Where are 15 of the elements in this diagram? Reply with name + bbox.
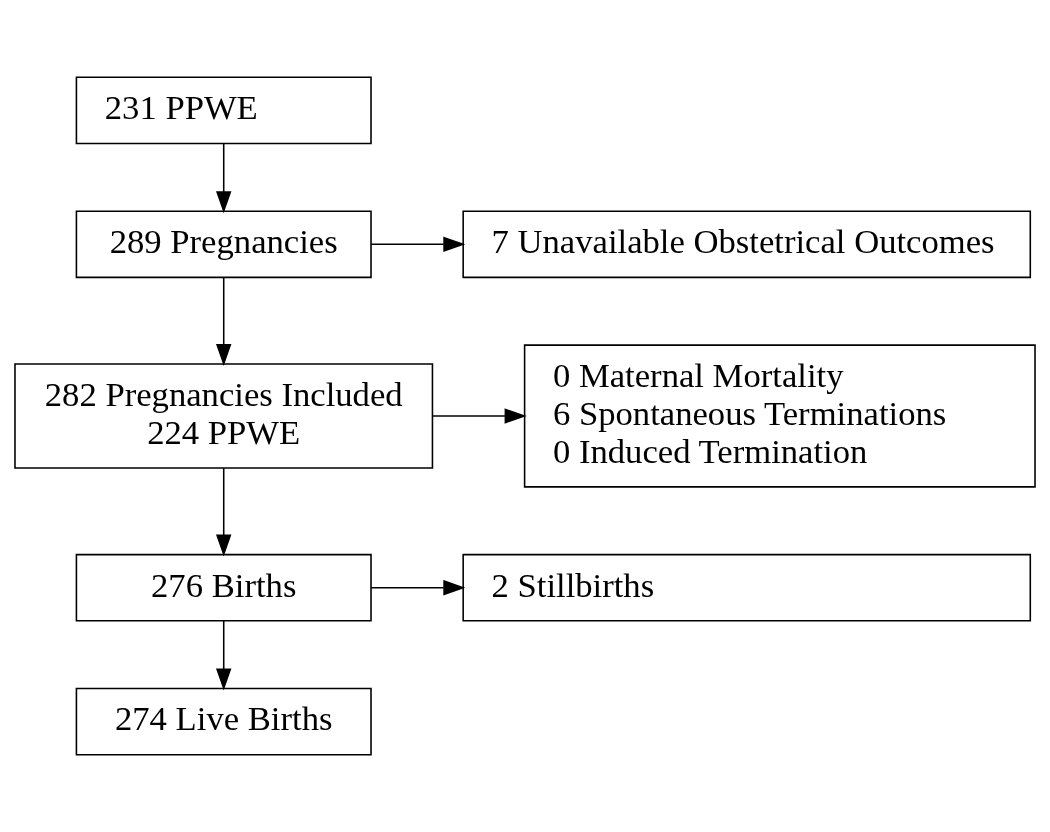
arrow <box>370 236 466 252</box>
arrow <box>216 620 232 691</box>
arrow <box>216 467 232 557</box>
arrow <box>216 276 232 367</box>
node-box: 7 Unavailable Obstetrical Outcomes <box>462 210 1032 279</box>
node-box: 282 Pregnancies Included 224 PPWE <box>14 363 434 469</box>
arrow <box>370 580 466 596</box>
node-box: 2 Stillbirths <box>462 553 1032 622</box>
arrow <box>216 142 232 214</box>
node-box: 231 PPWE <box>75 76 372 145</box>
node-box: 276 Births <box>75 553 372 622</box>
arrow <box>432 408 527 424</box>
node-box: 274 Live Births <box>75 687 372 756</box>
node-box: 289 Pregnancies <box>75 210 372 279</box>
node-box: 0 Maternal Mortality 6 Spontaneous Terminations 0 Induced Termination <box>523 344 1036 488</box>
